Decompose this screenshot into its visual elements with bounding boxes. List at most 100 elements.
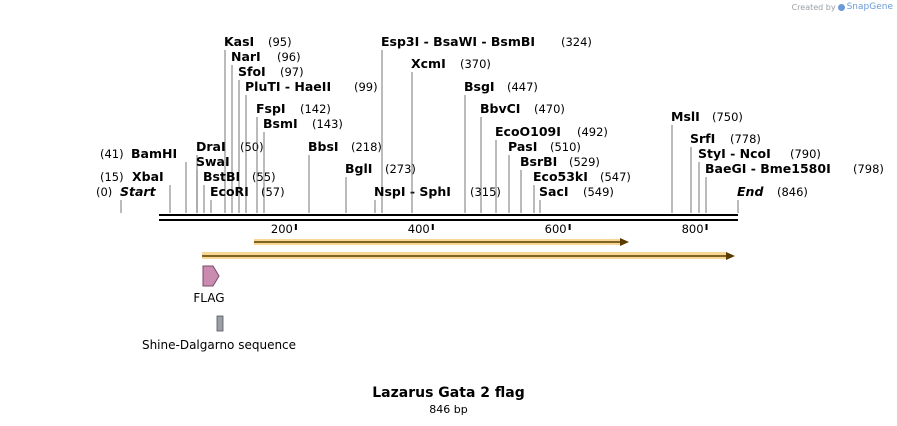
site-bgli[interactable]: BglI (273) (345, 161, 416, 213)
site-nspi-sphi[interactable]: NspI - SphI (315) (374, 184, 501, 213)
site-saci[interactable]: SacI(549) (539, 184, 614, 213)
snapgene-credit: Created by SnapGene (792, 2, 893, 12)
site-bbvci[interactable]: BbvCI (470) (480, 101, 565, 213)
credit-prefix: Created by (791, 2, 836, 12)
restriction-sites: Start(0)XbaI (15)BamHI(41) KasI (95) NarI (96… (96, 34, 884, 213)
site-name: BsgI (464, 79, 495, 94)
site-kasi[interactable]: KasI (95) (224, 34, 292, 213)
shine-dalgarno-feature[interactable]: Shine-Dalgarno sequence (142, 315, 296, 352)
site-name: Eco53kI (533, 169, 588, 184)
flag-arrow-icon[interactable] (202, 265, 220, 287)
site-position: (778) (730, 132, 761, 146)
site-ecori[interactable]: EcoRI (57) (210, 184, 285, 213)
site-position: (529) (569, 155, 600, 169)
site-position: (370) (460, 57, 491, 71)
sequence-backbone (159, 214, 738, 221)
site-name: BbsI (308, 139, 339, 154)
site-position: (470) (534, 102, 565, 116)
site-bamhi[interactable]: BamHI(41) (100, 146, 187, 213)
site-position: (549) (583, 185, 614, 199)
site-position: (324) (561, 35, 592, 49)
site-bsgi[interactable]: BsgI (447) (464, 79, 538, 213)
site-position: (57) (261, 185, 285, 199)
site-position: (315) (470, 185, 501, 199)
site-position: (99) (354, 80, 378, 94)
site-position: (97) (280, 65, 304, 79)
site-sfoi[interactable]: SfoI (97) (238, 64, 304, 213)
orf-arrow-1[interactable] (254, 238, 629, 246)
axis-tick-label: 600 (545, 222, 567, 236)
axis-ticks: 200 400 600 800 (271, 222, 708, 236)
site-name: BsrBI (520, 154, 557, 169)
map-title: Lazarus Gata 2 flag (372, 385, 525, 401)
axis-tick-label: 800 (682, 222, 704, 236)
site-name: End (737, 184, 764, 199)
site-start[interactable]: Start(0) (96, 184, 157, 213)
site-swai[interactable]: SwaI (196, 154, 230, 213)
site-nari[interactable]: NarI (96) (231, 49, 301, 213)
site-position: (492) (577, 125, 608, 139)
map-length: 846 bp (429, 403, 468, 416)
site-styi-ncoi[interactable]: StyI - NcoI (790) (698, 146, 821, 213)
site-position: (790) (790, 147, 821, 161)
site-name: NspI - SphI (374, 184, 451, 199)
flag-feature[interactable]: FLAG (193, 265, 225, 305)
axis-tick-label: 400 (408, 222, 430, 236)
site-drai[interactable]: DraI (50) (196, 139, 264, 213)
credit-brand: SnapGene (846, 2, 893, 12)
site-pasi[interactable]: PasI(510) (508, 139, 581, 213)
site-position: (95) (268, 35, 292, 49)
site-name: StyI - NcoI (698, 146, 771, 161)
site-name: BaeGI - Bme1580I (705, 161, 831, 176)
site-position: (273) (385, 162, 416, 176)
site-end[interactable]: End (846) (737, 184, 808, 213)
site-name: Start (120, 184, 157, 199)
site-position: (50) (240, 140, 264, 154)
site-srfi[interactable]: SrfI (778) (690, 131, 761, 213)
axis-tick-label: 200 (271, 222, 293, 236)
site-name: SwaI (196, 154, 230, 169)
orf-arrow-2[interactable] (202, 252, 735, 260)
site-position: (218) (351, 140, 382, 154)
flag-label: FLAG (193, 291, 224, 305)
site-xcmi[interactable]: XcmI(370) (411, 56, 491, 213)
site-name: EcoRI (210, 184, 249, 199)
site-position: (846) (777, 185, 808, 199)
site-name: BglI (345, 161, 372, 176)
site-name: BamHI (131, 146, 177, 161)
site-name: SrfI (690, 131, 715, 146)
site-name: FspI (256, 101, 286, 116)
site-name: DraI (196, 139, 226, 154)
site-position: (15) (100, 170, 124, 184)
site-bsrbi[interactable]: BsrBI (529) (520, 154, 600, 213)
site-eco53ki[interactable]: Eco53kI (547) (533, 169, 631, 213)
site-esp3i-bsawi-bsmbi[interactable]: Esp3I - BsaWI - BsmBI(324) (381, 34, 592, 213)
orf-arrows (202, 238, 735, 260)
site-name: PluTI - HaeII (245, 79, 331, 94)
site-name: XbaI (132, 169, 164, 184)
shine-dalgarno-box-icon[interactable] (216, 315, 224, 332)
site-name: NarI (231, 49, 261, 64)
site-pluti-haeii[interactable]: PluTI - HaeII (99) (245, 79, 378, 213)
site-name: PasI (508, 139, 537, 154)
site-position: (143) (312, 117, 343, 131)
site-fspi[interactable]: FspI(142) (256, 101, 331, 213)
site-position: (750) (712, 110, 743, 124)
site-baegi-bme1580i[interactable]: BaeGI - Bme1580I(798) (705, 161, 884, 213)
site-name: SfoI (238, 64, 266, 79)
site-ecoo109i[interactable]: EcoO109I (492) (495, 124, 608, 213)
site-msli[interactable]: MslI(750) (671, 109, 743, 213)
site-bsmi[interactable]: BsmI(143) (263, 116, 343, 213)
site-bbsi[interactable]: BbsI (218) (308, 139, 382, 213)
shine-dalgarno-label: Shine-Dalgarno sequence (142, 338, 296, 352)
site-position: (547) (600, 170, 631, 184)
site-name: EcoO109I (495, 124, 561, 139)
site-position: (96) (277, 50, 301, 64)
snapgene-logo-icon (837, 3, 845, 11)
site-position: (447) (507, 80, 538, 94)
site-xbai[interactable]: XbaI (15) (100, 169, 171, 213)
site-name: BstBI (203, 169, 240, 184)
site-name: BbvCI (480, 101, 520, 116)
site-name: KasI (224, 34, 254, 49)
